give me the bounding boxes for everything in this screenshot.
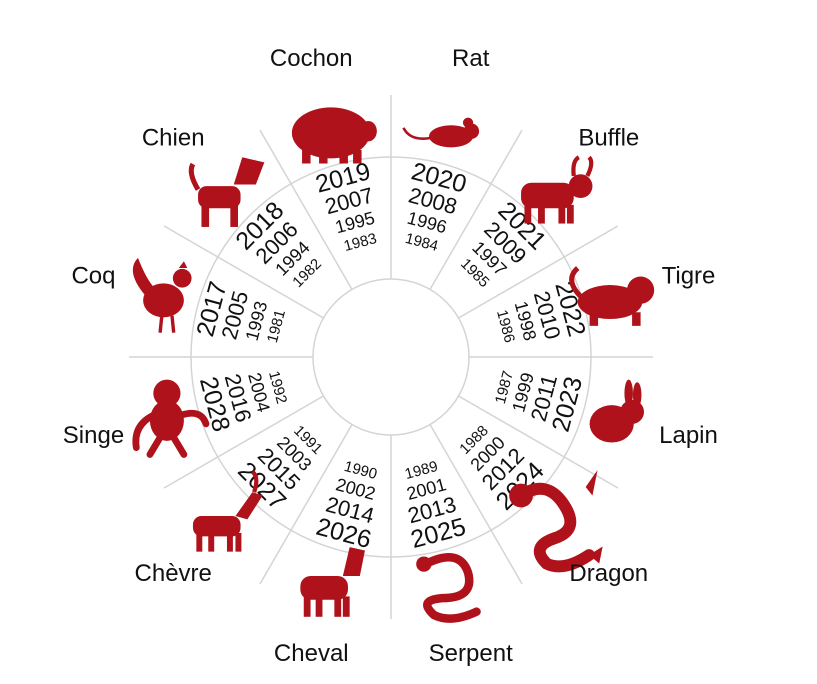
inner-hub [312,278,470,436]
rabbit-icon [589,379,644,443]
animal-label: Serpent [429,640,513,667]
animal-label: Cheval [274,640,349,667]
animal-label: Singe [63,422,124,449]
animal-label: Chien [142,125,205,152]
snake-icon [416,553,481,623]
animal-label: Dragon [569,560,648,587]
animal-label: Cochon [270,45,353,72]
pig-icon [291,107,377,164]
goat-icon [192,470,263,552]
ox-icon [521,155,594,224]
monkey-icon [132,379,210,458]
dog-icon [188,157,265,227]
dragon-icon [509,470,603,573]
animal-icons [132,107,655,623]
sector-divider [429,129,523,290]
horse-icon [300,547,365,617]
sector-divider [458,225,619,319]
sector-divider [458,395,619,489]
animal-label: Rat [452,45,490,72]
sector-divider [429,424,523,585]
sector-divider [259,424,353,585]
rooster-icon [132,257,192,333]
rat-icon [402,117,480,148]
sector-divider [163,225,324,319]
sector-divider [163,395,324,489]
sector-divider [259,129,353,290]
animal-label: Buffle [578,125,639,152]
sector-dividers [129,95,653,619]
animal-label: Lapin [659,422,718,449]
animal-label: Tigre [662,263,716,290]
animal-label: Coq [71,263,115,290]
animal-label: Chèvre [135,560,212,587]
tiger-icon [569,266,655,326]
